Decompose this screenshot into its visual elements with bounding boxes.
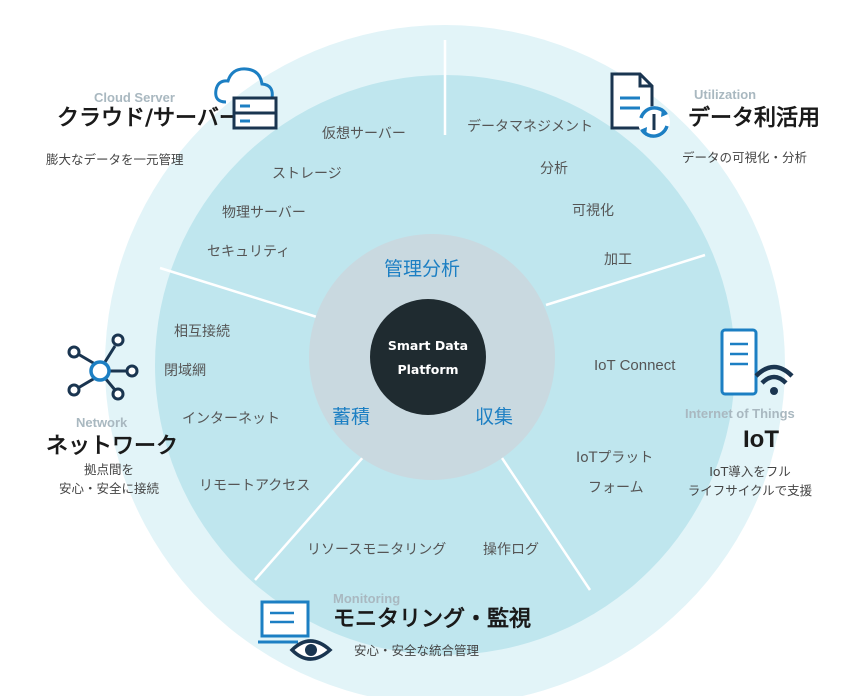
segment-item-storage: ストレージ (272, 166, 342, 182)
cloud-callout-desc: 膨大なデータを一元管理 (46, 152, 184, 167)
segment-item-analysis: 分析 (540, 161, 568, 177)
monitoring-callout-desc: 安心・安全な統合管理 (354, 643, 480, 658)
smartphone-wifi-icon (720, 328, 794, 396)
segment-item-visualization: 可視化 (572, 203, 614, 219)
category-storage: 蓄積 (332, 406, 371, 428)
utilization-callout-desc: データの可視化・分析 (682, 150, 808, 165)
segment-item-security: セキュリティ (207, 244, 291, 260)
utilization-callout-title: データ利活用 (688, 106, 821, 131)
segment-item-resource-monitoring: リソースモニタリング (307, 542, 447, 558)
segment-item-iot-platform-line2: フォーム (588, 480, 644, 496)
segment-item-interconnection: 相互接続 (174, 324, 230, 340)
segment-item-closed-network: 閉域網 (164, 363, 206, 379)
monitoring-callout-en: Monitoring (333, 591, 401, 606)
segment-item-iot-connect: IoT Connect (594, 357, 676, 374)
segment-item-processing: 加工 (604, 252, 632, 268)
segment-item-internet: インターネット (182, 411, 280, 427)
iot-callout-desc: IoT導入をフル ライフサイクルで支援 (687, 464, 813, 499)
segment-item-data-management: データマネジメント (467, 119, 593, 135)
segment-item-remote-access: リモートアクセス (199, 478, 311, 494)
segment-item-virtual-server: 仮想サーバー (322, 126, 406, 142)
iot-callout-title: IoT (743, 426, 779, 453)
network-callout-title: ネットワーク (46, 434, 179, 459)
network-callout-en: Network (76, 415, 128, 430)
utilization-callout-en: Utilization (694, 87, 757, 102)
category-management-analysis: 管理分析 (384, 258, 461, 280)
cloud-callout-title: クラウド/サーバー (57, 106, 241, 131)
segment-item-operation-log: 操作ログ (483, 542, 539, 558)
segment-item-iot-platform-line1: IoTプラット (576, 450, 654, 466)
center-hub (370, 299, 486, 415)
monitor-eye-icon (258, 600, 333, 661)
iot-callout-en: Internet of Things (685, 406, 795, 421)
category-collection: 収集 (475, 406, 514, 428)
network-callout-desc: 拠点間を 安心・安全に接続 (58, 462, 159, 497)
cloud-server-icon (214, 67, 278, 130)
monitoring-callout-title: モニタリング・監視 (333, 607, 532, 632)
document-refresh-icon (610, 72, 670, 138)
center-label: Smart Data Platform (387, 338, 469, 377)
cloud-callout-en: Cloud Server (94, 90, 175, 105)
network-nodes-icon (67, 333, 139, 401)
segment-dividers (159, 40, 706, 591)
segment-item-physical-server: 物理サーバー (222, 205, 306, 221)
